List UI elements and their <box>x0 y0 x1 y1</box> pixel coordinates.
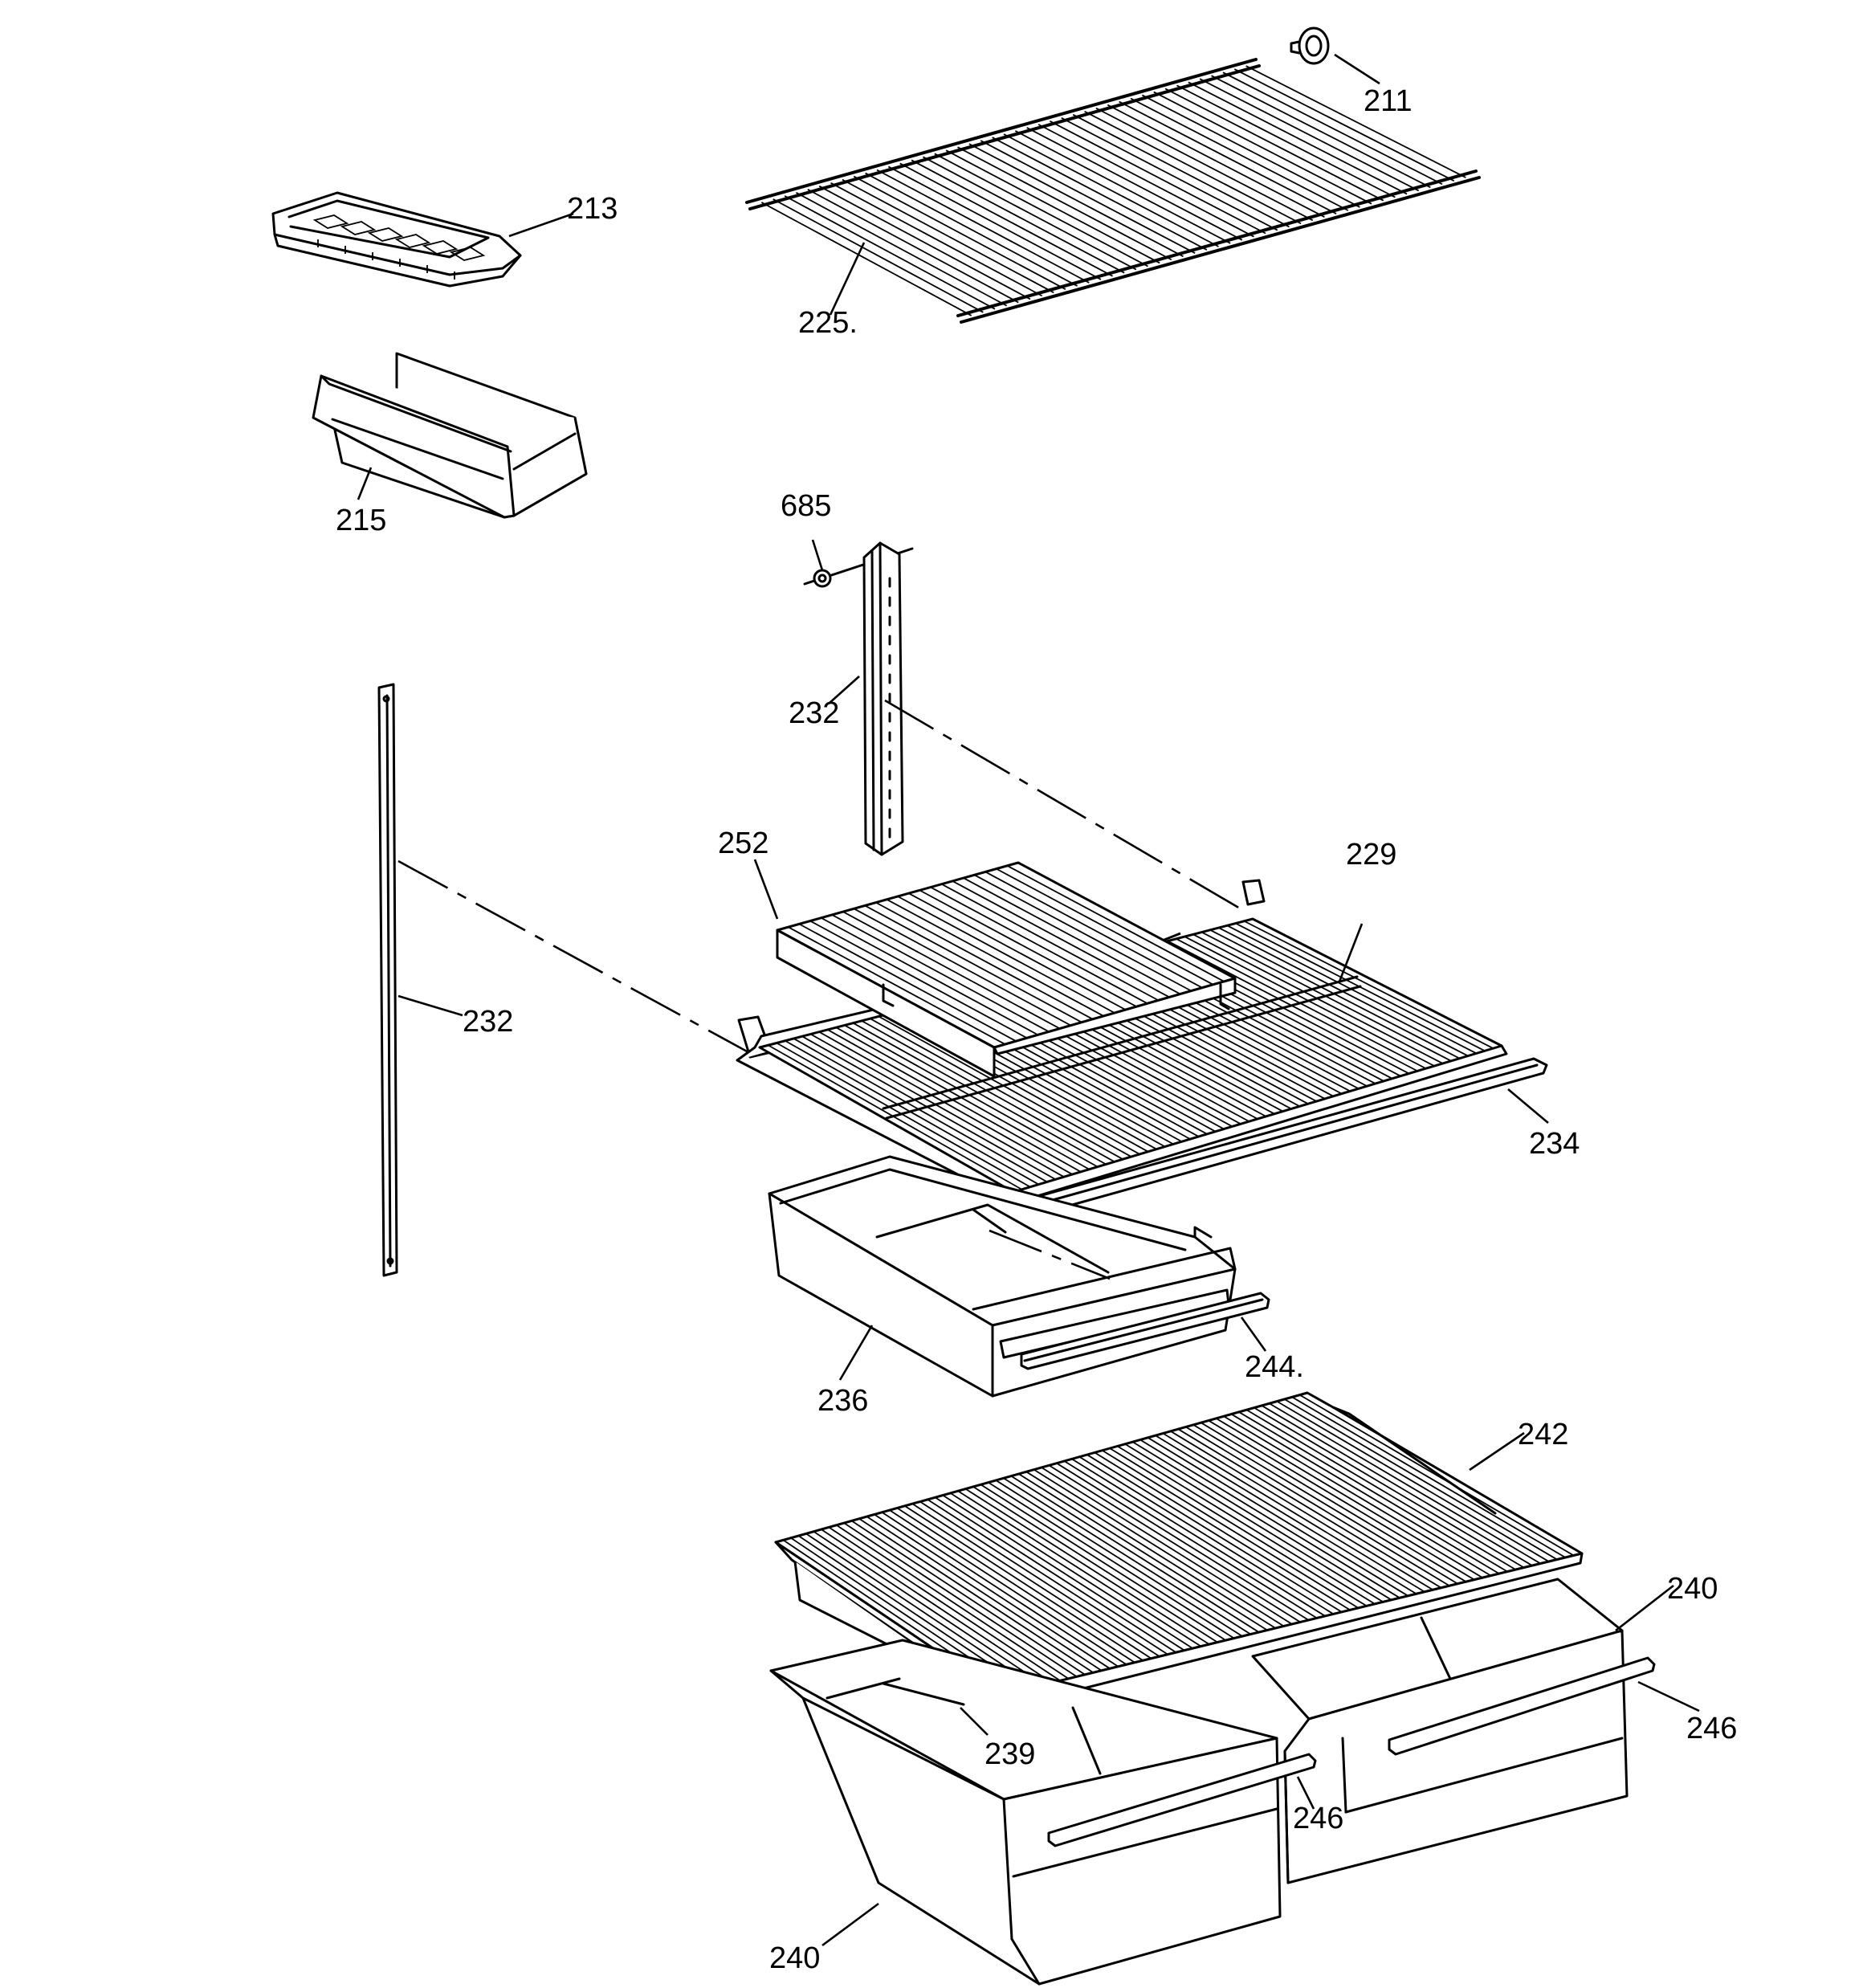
label-240-left: 240 <box>769 1941 820 1975</box>
label-234: 234 <box>1529 1127 1580 1161</box>
label-211: 211 <box>1364 84 1413 118</box>
label-236: 236 <box>817 1384 868 1418</box>
label-246-right: 246 <box>1686 1712 1737 1745</box>
label-239: 239 <box>984 1737 1035 1771</box>
part-labels: 211 213 225. 215 685 232 232 252 229 234… <box>336 84 1737 1975</box>
alignment-lines <box>397 699 1242 1054</box>
part-215-bin <box>312 352 588 519</box>
label-225: 225. <box>798 306 858 340</box>
label-242: 242 <box>1518 1418 1568 1451</box>
label-246-left: 246 <box>1293 1802 1343 1835</box>
part-213-ice-tray <box>271 191 522 288</box>
label-232-center: 232 <box>789 696 839 730</box>
part-236-drawer <box>768 1155 1237 1398</box>
label-232-left: 232 <box>463 1005 513 1039</box>
part-211-grommet <box>1290 27 1330 65</box>
part-252-insert <box>776 861 1237 1078</box>
part-232-left-strip <box>377 683 398 1277</box>
part-240-left-crisper <box>769 1639 1282 1986</box>
part-232-center-rail <box>862 541 904 856</box>
label-229: 229 <box>1346 838 1396 872</box>
part-246-right-handle <box>1388 1656 1656 1756</box>
label-252: 252 <box>718 827 768 860</box>
leader-lines <box>357 53 1700 1947</box>
part-225-wire-shelf <box>745 58 1481 324</box>
label-240-right: 240 <box>1667 1572 1718 1606</box>
part-244-trim <box>1020 1292 1270 1370</box>
label-215: 215 <box>336 504 386 537</box>
label-685: 685 <box>781 489 831 523</box>
label-244: 244. <box>1245 1350 1304 1384</box>
label-213: 213 <box>567 192 618 226</box>
part-246-left-handle <box>1047 1753 1317 1847</box>
